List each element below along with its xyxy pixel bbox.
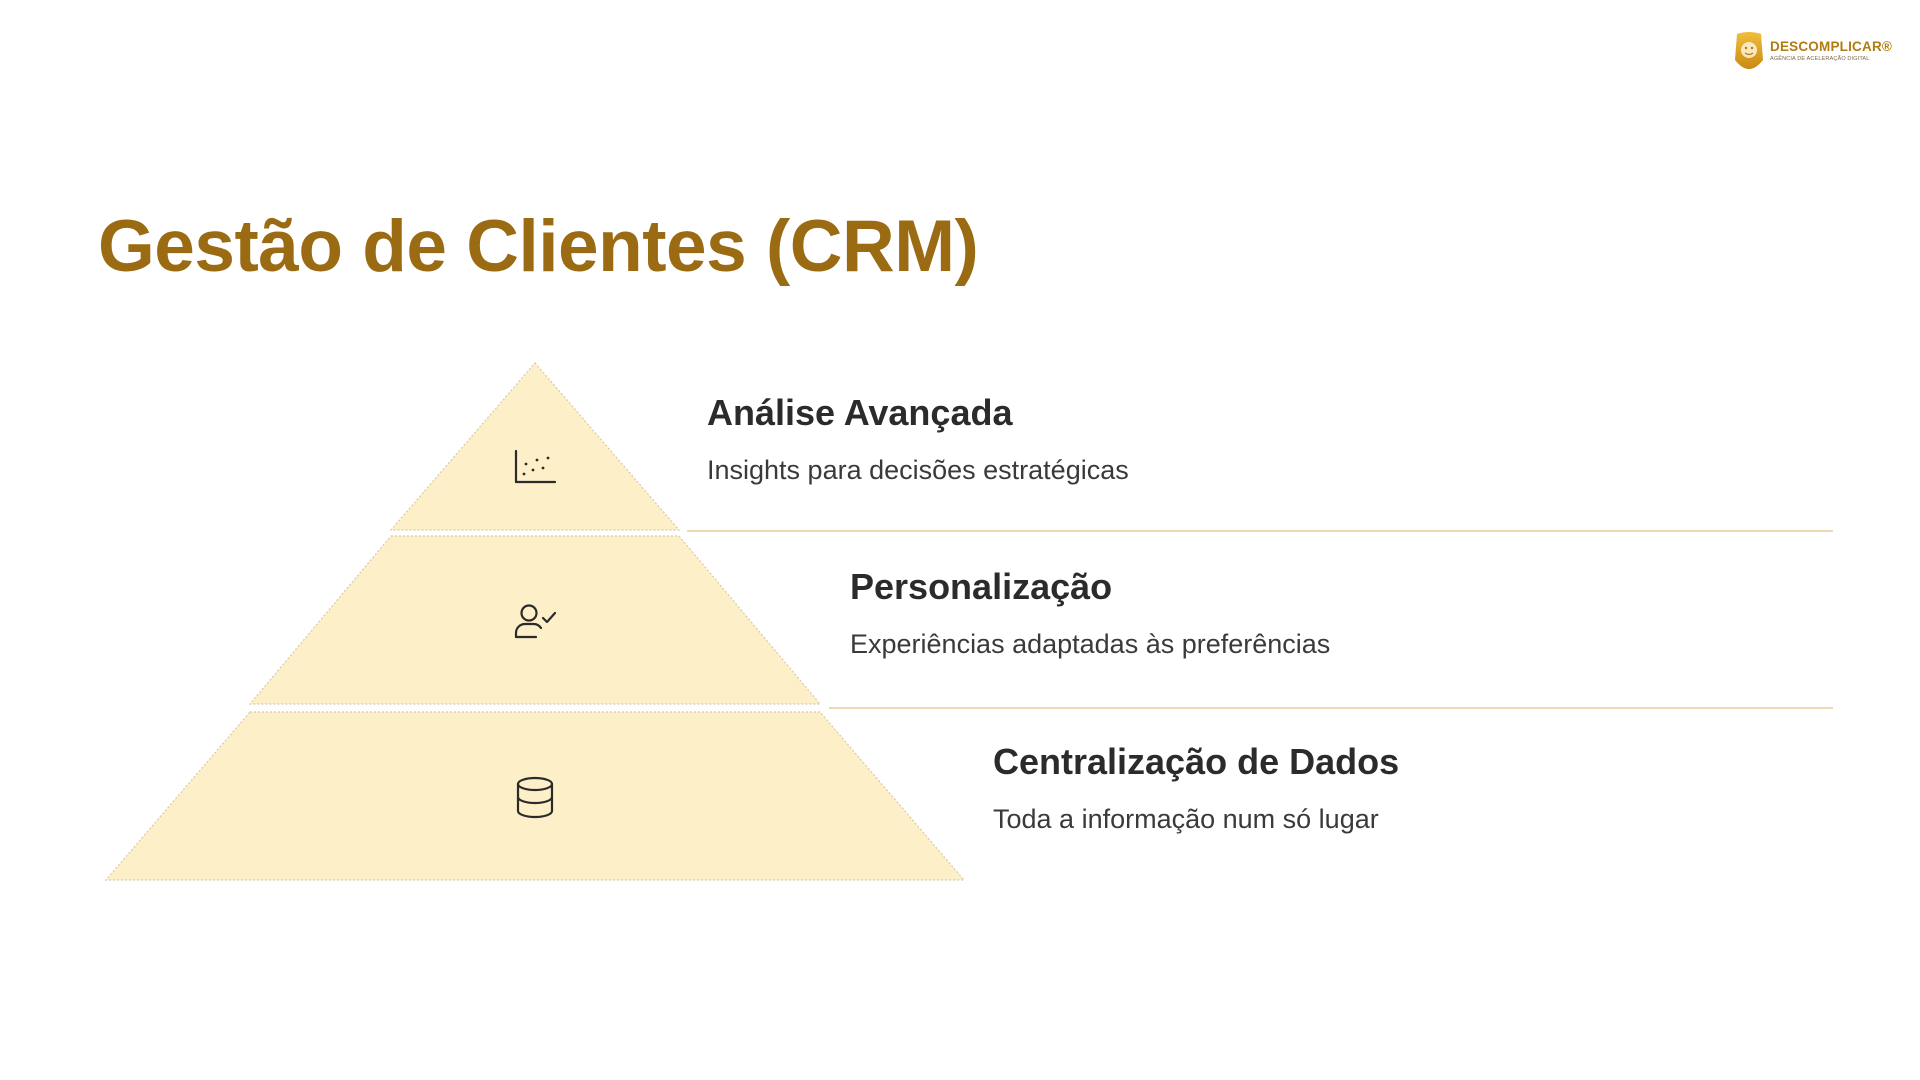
tier-bottom-shape	[104, 711, 966, 881]
lion-shield-icon	[1735, 32, 1763, 69]
database-icon	[516, 776, 554, 819]
page-title: Gestão de Clientes (CRM)	[98, 206, 979, 287]
tier-middle-title: Personalização	[850, 566, 1113, 607]
scatter-chart-icon	[514, 449, 557, 484]
tier-top-shape	[389, 362, 681, 531]
tier-top-title: Análise Avançada	[707, 392, 1013, 433]
brand-name: DESCOMPLICAR®	[1770, 39, 1893, 54]
tier-bottom-title: Centralização de Dados	[993, 741, 1400, 782]
tier-top-description: Insights para decisões estratégicas	[707, 455, 1129, 485]
user-check-icon	[514, 604, 557, 639]
brand-logo: DESCOMPLICAR® AGÊNCIA DE ACELERAÇÃO DIGI…	[1733, 30, 1903, 76]
tier-bottom-description: Toda a informação num só lugar	[993, 804, 1379, 834]
brand-tagline: AGÊNCIA DE ACELERAÇÃO DIGITAL	[1770, 56, 1870, 62]
tier-middle-description: Experiências adaptadas às preferências	[850, 629, 1331, 659]
tier-middle-shape	[248, 535, 822, 705]
